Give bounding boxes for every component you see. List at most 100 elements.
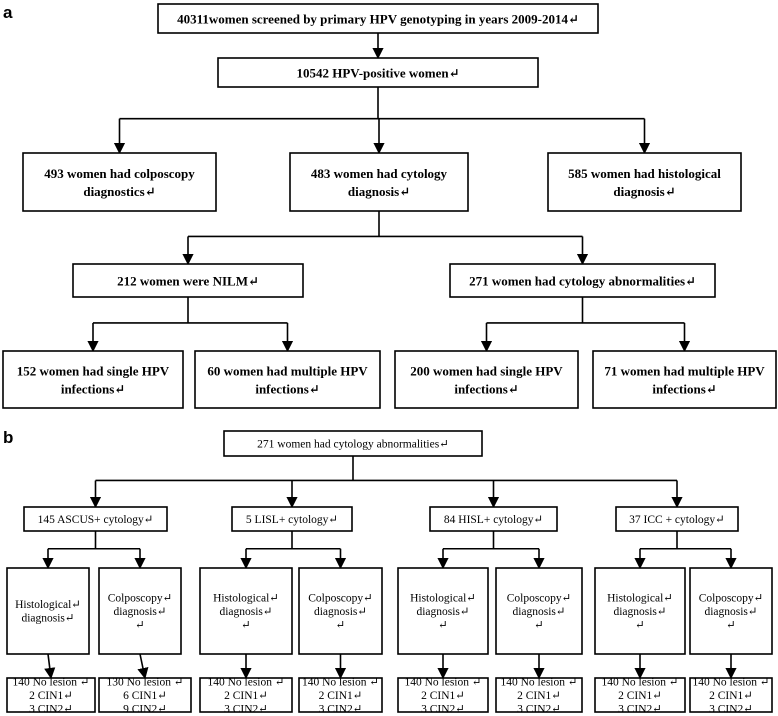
node-box (689, 677, 773, 713)
node-text-line: 60 women had multiple HPV (207, 364, 368, 379)
node-text-line: 152 women had single HPV (17, 364, 170, 379)
node-text-line: 2 CIN1↵ (421, 690, 465, 702)
node-text-line: Colposcopy↵ (308, 592, 373, 604)
node-box (547, 152, 742, 212)
node-text-line: ↵ (241, 619, 251, 631)
node-text-line: 3 CIN2↵ (421, 703, 465, 715)
node-text-line: ↵ (438, 619, 448, 631)
node-text-line: ↵ (336, 619, 346, 631)
panel-label-b: b (3, 428, 13, 447)
node-text-line: diagnosis↵ (113, 606, 166, 618)
node-text-line: 84 HISL+ cytology↵ (444, 514, 543, 526)
node-b-hisl: 84 HISL+ cytology↵ (429, 506, 558, 532)
node-text-line: diagnosis↵ (219, 606, 272, 618)
node-text-line: 140 No lesion ↵ (12, 676, 89, 688)
node-text-line: Colposcopy↵ (108, 592, 173, 604)
node-box (495, 677, 583, 713)
node-box (429, 506, 558, 532)
node-b-ascus-c-r: 130 No lesion ↵6 CIN1↵9 CIN2↵ (98, 676, 192, 715)
node-text-line: infections↵ (255, 382, 319, 397)
node-a-root: 40311women screened by primary HPV genot… (157, 3, 599, 34)
node-box (495, 567, 583, 655)
node-text-line: 140 No lesion ↵ (601, 676, 678, 688)
node-box (199, 567, 293, 655)
edges (42, 33, 737, 680)
node-box (157, 3, 599, 34)
node-b-ascus-c: Colposcopy↵ diagnosis↵↵ (98, 567, 182, 655)
node-box (98, 567, 182, 655)
node-text-line: Histological↵ (410, 592, 476, 604)
node-b-hisl-c-r: 140 No lesion ↵2 CIN1↵3 CIN2↵ (495, 676, 583, 715)
node-text-line: 3 CIN2↵ (618, 703, 662, 715)
node-text-line: diagnosis↵ (613, 184, 675, 199)
node-text-line: 271 women had cytology abnormalities↵ (257, 438, 449, 450)
node-text-line: infections↵ (454, 382, 518, 397)
node-text-line: 3 CIN2↵ (29, 703, 73, 715)
node-text-line: diagnosis↵ (21, 613, 74, 625)
node-a-nilm-single: 152 women had single HPV infections↵ (2, 350, 184, 409)
node-box (289, 152, 469, 212)
node-a-nilm: 212 women were NILM↵ (72, 263, 304, 298)
node-box (615, 506, 739, 532)
node-text-line: diagnosis↵ (613, 606, 666, 618)
node-text-line: 2 CIN1↵ (618, 690, 662, 702)
node-box (298, 567, 383, 655)
node-box (594, 677, 686, 713)
node-text-line: 6 CIN1↵ (123, 690, 167, 702)
node-text-line: 140 No lesion ↵ (692, 676, 769, 688)
node-b-icc-h-r: 140 No lesion ↵ 2 CIN1↵3 CIN2↵ (594, 676, 686, 715)
node-text-line: 140 No lesion ↵ (404, 676, 481, 688)
edge-arrow (137, 653, 149, 680)
node-text-line: ↵ (635, 619, 645, 631)
node-text-line: 145 ASCUS+ cytology↵ (38, 514, 154, 526)
node-text-line: 2 CIN1↵ (224, 690, 268, 702)
node-text-line: Colposcopy↵ (507, 592, 572, 604)
node-box (23, 506, 168, 532)
node-text-line: ↵ (534, 619, 544, 631)
node-text-line: Histological↵ (607, 592, 673, 604)
node-b-lisl: 5 LISL+ cytology↵ (231, 506, 353, 532)
node-box (449, 263, 716, 298)
node-b-lisl-h-r: 140 No lesion ↵2 CIN1↵3 CIN2↵ (199, 676, 293, 715)
node-b-hisl-h-r: 140 No lesion ↵ 2 CIN1↵3 CIN2↵ (397, 676, 489, 715)
node-b-lisl-h: Histological↵diagnosis↵↵ (199, 567, 293, 655)
node-text-line: 271 women had cytology abnormalities↵ (469, 274, 696, 289)
node-text-line: 2 CIN1↵ (319, 690, 363, 702)
node-box (6, 677, 96, 713)
node-text-line: 585 women had histological (568, 166, 721, 181)
node-text-line: ↵ (726, 619, 736, 631)
node-box (22, 152, 217, 212)
node-text-line: 40311women screened by primary HPV genot… (177, 12, 579, 27)
node-text-line: diagnosis↵ (512, 606, 565, 618)
node-text-line: 140 No lesion ↵ (500, 676, 577, 688)
node-text-line: diagnostics↵ (83, 184, 155, 199)
node-text-line: 483 women had cytology (311, 166, 448, 181)
node-text-line: diagnosis↵ (314, 606, 367, 618)
node-text-line: 2 CIN1↵ (29, 690, 73, 702)
node-a-histo: 585 women had histological diagnosis↵ (547, 152, 742, 212)
node-a-hpv: 10542 HPV-positive women↵ (217, 57, 539, 88)
node-b-hisl-h: Histological↵diagnosis↵↵ (397, 567, 489, 655)
node-text-line: diagnosis↵ (704, 606, 757, 618)
node-box (689, 567, 773, 655)
node-box (2, 350, 184, 409)
edge-arrow (44, 653, 56, 680)
node-text-line: infections↵ (652, 382, 716, 397)
nodes: 40311women screened by primary HPV genot… (2, 3, 777, 715)
node-text-line: 3 CIN2↵ (319, 703, 363, 715)
node-text-line: ↵ (135, 619, 145, 631)
node-box (98, 677, 192, 713)
node-text-line: 3 CIN2↵ (709, 703, 753, 715)
node-b-icc: 37 ICC + cytology↵ (615, 506, 739, 532)
node-text-line: 3 CIN2↵ (517, 703, 561, 715)
node-box (6, 567, 90, 655)
node-text-line: Colposcopy↵ (699, 592, 764, 604)
node-text-line: infections↵ (61, 382, 125, 397)
node-text-line: 10542 HPV-positive women↵ (296, 66, 459, 81)
node-a-nilm-multi: 60 women had multiple HPV infections↵ (194, 350, 381, 409)
